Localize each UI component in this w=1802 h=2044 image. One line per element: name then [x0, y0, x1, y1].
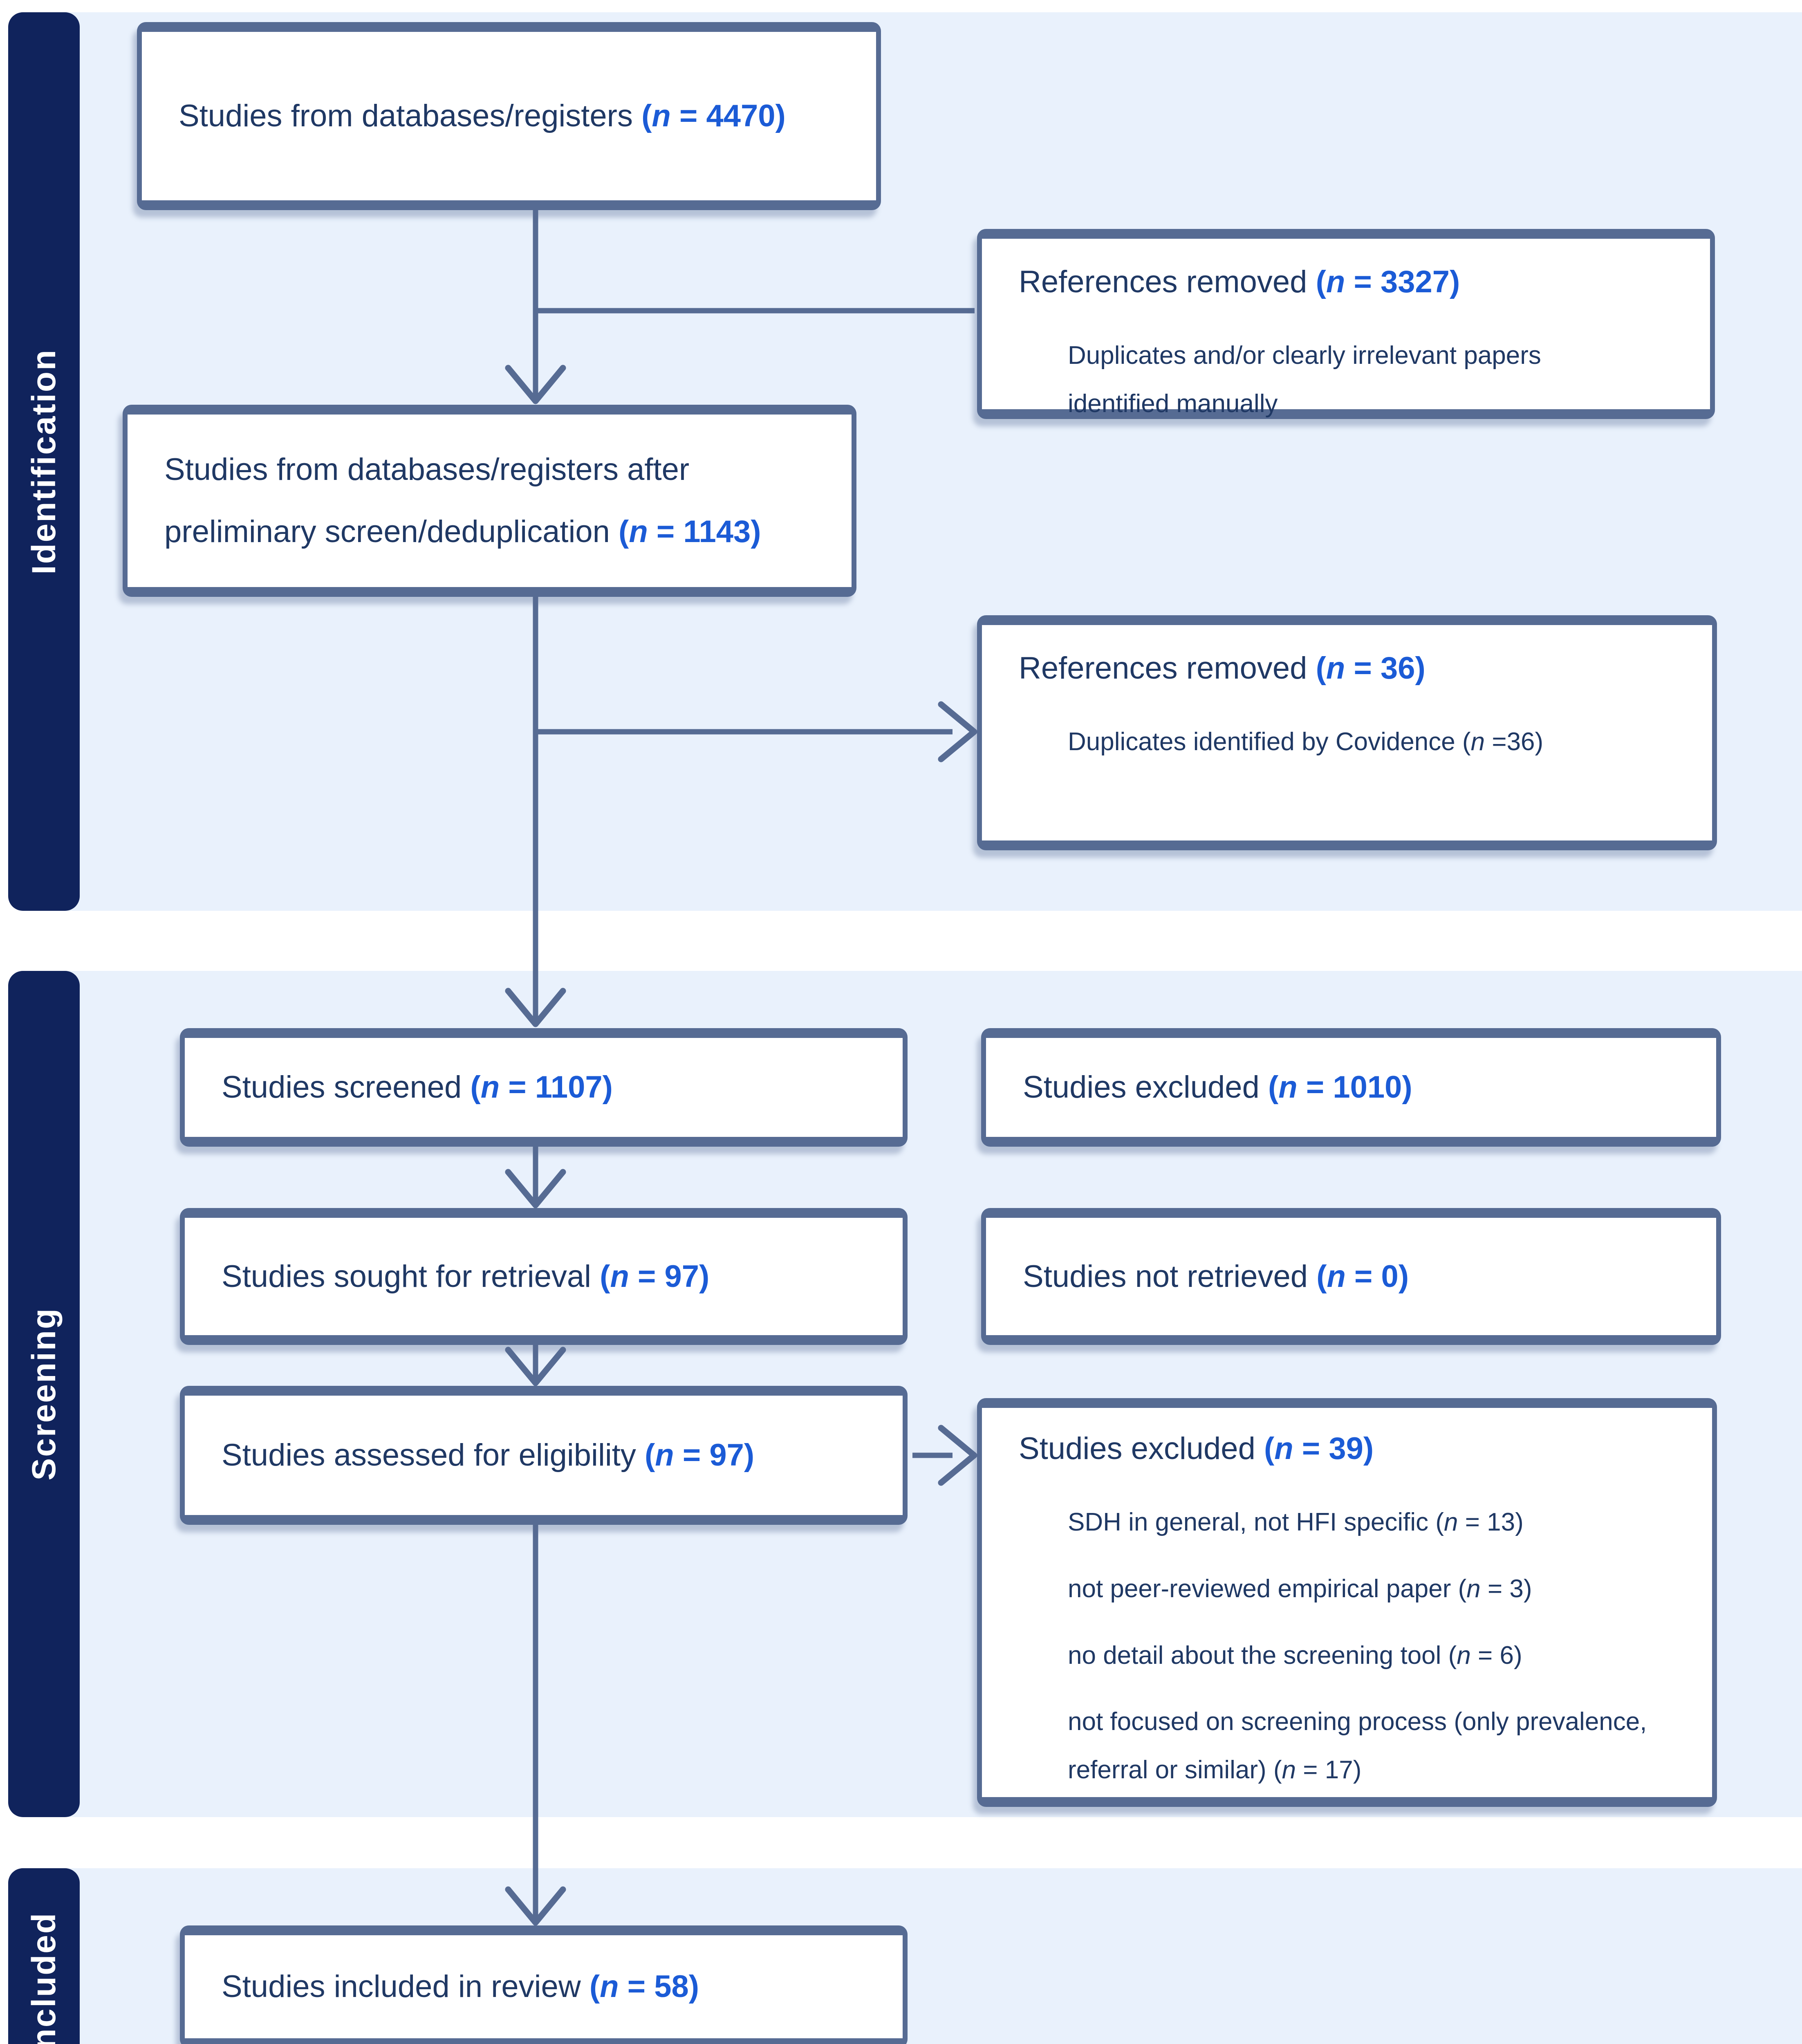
box-title: Studies sought for retrieval (n = 97) [222, 1259, 710, 1294]
box-title: References removed (n = 36) [1019, 651, 1425, 686]
exclusion-reason: not focused on screening process (only p… [1068, 1708, 1647, 1784]
box-studies-included: Studies included in review (n = 58) [180, 1925, 908, 2044]
box-title: References removed (n = 3327) [1019, 264, 1460, 299]
box-title: Studies included in review (n = 58) [222, 1969, 699, 2004]
exclusion-reason: no detail about the screening tool (n = … [1068, 1641, 1522, 1670]
sidebar-screening: Screening [8, 971, 80, 1817]
box-title: Studies not retrieved (n = 0) [1023, 1259, 1409, 1294]
box-title: Studies assessed for eligibility (n = 97… [222, 1438, 755, 1472]
box-studies-excluded-39: Studies excluded (n = 39) SDH in general… [977, 1398, 1717, 1807]
box-references-removed-3327: References removed (n = 3327) Duplicates… [977, 229, 1715, 419]
exclusion-reason: not peer-reviewed empirical paper (n = 3… [1068, 1574, 1532, 1603]
box-title: Studies screened (n = 1107) [222, 1070, 613, 1105]
sidebar-label-identification: Identification [25, 348, 63, 575]
box-studies-after-dedup: Studies from databases/registers after p… [123, 405, 856, 597]
sidebar-included: Included [8, 1868, 80, 2044]
box-studies-assessed: Studies assessed for eligibility (n = 97… [180, 1386, 908, 1525]
box-studies-screened: Studies screened (n = 1107) [180, 1028, 908, 1147]
box-title: Studies from databases/registers after p… [164, 452, 761, 549]
box-studies-not-retrieved: Studies not retrieved (n = 0) [981, 1208, 1721, 1345]
box-detail: Duplicates identified by Covidence (n =3… [1068, 728, 1544, 756]
sidebar-identification: Identification [8, 12, 80, 911]
box-title: Studies excluded (n = 1010) [1023, 1070, 1412, 1105]
exclusion-reason: SDH in general, not HFI specific (n = 13… [1068, 1508, 1524, 1536]
box-studies-sought: Studies sought for retrieval (n = 97) [180, 1208, 908, 1345]
sidebar-label-included: Included [25, 1912, 63, 2044]
box-title: Studies excluded (n = 39) [1019, 1431, 1374, 1466]
box-detail: Duplicates and/or clearly irrelevant pap… [1068, 341, 1541, 418]
sidebar-label-screening: Screening [25, 1307, 63, 1481]
box-references-removed-36: References removed (n = 36) Duplicates i… [977, 615, 1717, 850]
box-studies-from-databases: Studies from databases/registers (n = 44… [137, 22, 881, 210]
box-studies-excluded-1010: Studies excluded (n = 1010) [981, 1028, 1721, 1147]
box-title: Studies from databases/registers (n = 44… [179, 99, 786, 133]
